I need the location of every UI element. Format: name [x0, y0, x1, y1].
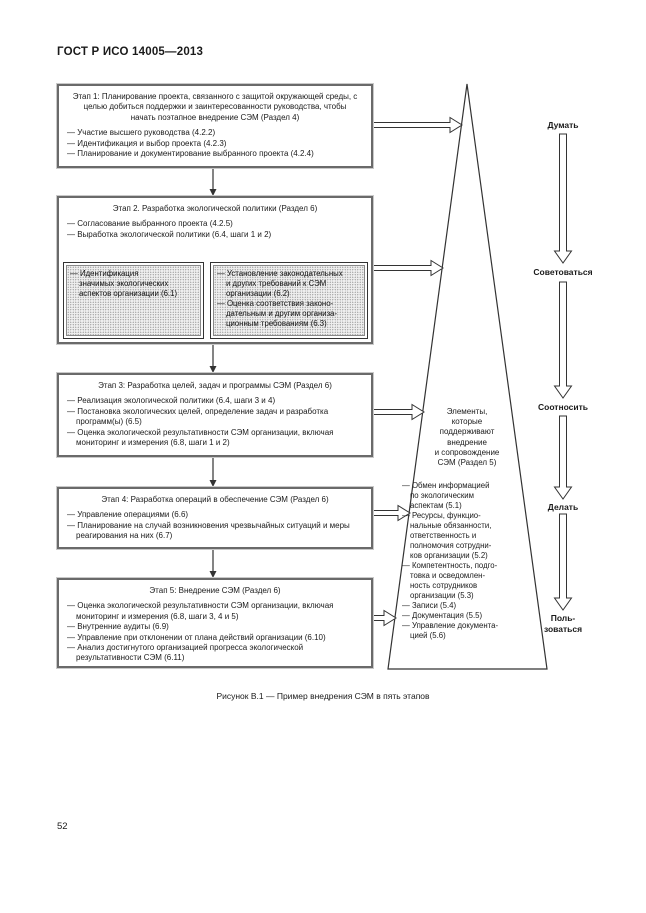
arrow-stage2-to-pyramid-icon [372, 259, 444, 277]
action-label-do: Делать [547, 502, 579, 512]
stage-4-item: — Планирование на случай возникновения ч… [67, 520, 350, 541]
stage-4-item: — Управление операциями (6.6) [67, 510, 189, 520]
arrow-down-icon [209, 571, 217, 578]
document-title: ГОСТ Р ИСО 14005—2013 [57, 46, 204, 58]
pyramid-triangle [387, 83, 548, 670]
pyramid-item: — Записи (5.4) [402, 601, 457, 610]
pyramid-list: — Обмен информацией по экологическим асп… [402, 481, 544, 641]
arrow-stage3-to-pyramid-icon [372, 403, 425, 421]
figure-caption: Рисунок В.1 — Пример внедрения СЭМ в пят… [216, 691, 430, 701]
stage-1-box: Этап 1: Планирование проекта, связанного… [56, 83, 374, 169]
subbox-item: — Идентификация значимых экологических а… [70, 269, 178, 298]
action-label-relate: Соотносить [537, 402, 589, 412]
action-label-consult: Советоваться [533, 267, 593, 277]
arrow-think-to-consult-icon [553, 133, 573, 264]
stage-connector-arrowheads [209, 189, 217, 578]
stage-3-item: — Постановка экологических целей, опреде… [67, 406, 329, 427]
arrow-down-icon [209, 189, 217, 196]
stage-2-item: — Выработка экологической политики (6.4,… [67, 229, 272, 239]
subbox-item: — Установление законодательных и других … [217, 269, 343, 298]
stage-1-item: — Идентификация и выбор проекта (4.2.3) [67, 138, 227, 148]
significant-aspects-subbox-content: — Идентификация значимых экологических а… [66, 265, 201, 336]
stage-5-item: — Внутренние аудиты (6.9) [67, 622, 169, 632]
stage-4-title: Этап 4: Разработка операций в обеспечени… [101, 495, 329, 504]
arrow-stage4-to-pyramid-icon [372, 504, 411, 522]
significant-aspects-subbox: — Идентификация значимых экологических а… [63, 262, 204, 339]
action-label-use: Поль- зоваться [543, 613, 583, 634]
pyramid-item: — Компетентность, подго- товка и осведом… [402, 561, 498, 600]
page-number: 52 [57, 821, 68, 832]
legal-requirements-subbox: — Установление законодательных и других … [210, 262, 368, 339]
arrow-down-icon [209, 366, 217, 373]
stage-5-item: — Оценка экологической результативности … [67, 601, 334, 621]
stage-1-title: Этап 1: Планирование проекта, связанного… [72, 92, 358, 122]
arrow-down-icon [209, 480, 217, 487]
subbox-item: — Оценка соответствия законо- дательным … [217, 299, 338, 328]
stage-3-item: — Реализация экологической политики (6.4… [67, 396, 276, 406]
legal-requirements-subbox-content: — Установление законодательных и других … [213, 265, 365, 336]
stage-3-box: Этап 3: Разработка целей, задач и програ… [56, 372, 374, 458]
stage-2-title: Этап 2. Разработка экологической политик… [112, 204, 318, 213]
stage-5-item: — Управление при отклонении от плана дей… [67, 632, 326, 642]
stage-2-item: — Согласование выбранного проекта (4.2.5… [67, 219, 233, 229]
arrow-do-to-use-icon [553, 513, 573, 611]
stage-4-box: Этап 4: Разработка операций в обеспечени… [56, 486, 374, 550]
stage-3-item: — Оценка экологической результативности … [67, 427, 334, 448]
stage-1-item: — Участие высшего руководства (4.2.2) [67, 128, 216, 138]
pyramid-item: — Управление документа- цией (5.6) [402, 621, 499, 640]
arrow-consult-to-relate-icon [553, 281, 573, 399]
arrow-stage5-to-pyramid-icon [372, 609, 397, 627]
stage-3-title: Этап 3: Разработка целей, задач и програ… [98, 381, 332, 390]
pyramid-header: Элементы, которые поддерживают внедрение… [434, 407, 500, 468]
pyramid-item: — Ресурсы, функцио- нальные обязанности,… [402, 511, 492, 560]
stage-2-box: Этап 2. Разработка экологической политик… [56, 195, 374, 345]
pyramid-item: — Документация (5.5) [402, 611, 483, 620]
stage-5-box: Этап 5: Внедрение СЭМ (Раздел 6) — Оценк… [56, 577, 374, 669]
stage-5-title: Этап 5: Внедрение СЭМ (Раздел 6) [149, 586, 281, 595]
pyramid-item: — Обмен информацией по экологическим асп… [402, 481, 490, 510]
stage-1-item: — Планирование и документирование выбран… [67, 149, 314, 159]
stage-5-item: — Анализ достигнутого организацией прогр… [67, 643, 304, 663]
arrow-relate-to-do-icon [553, 415, 573, 500]
action-label-think: Думать [547, 120, 579, 130]
arrow-stage1-to-pyramid-icon [372, 116, 463, 134]
